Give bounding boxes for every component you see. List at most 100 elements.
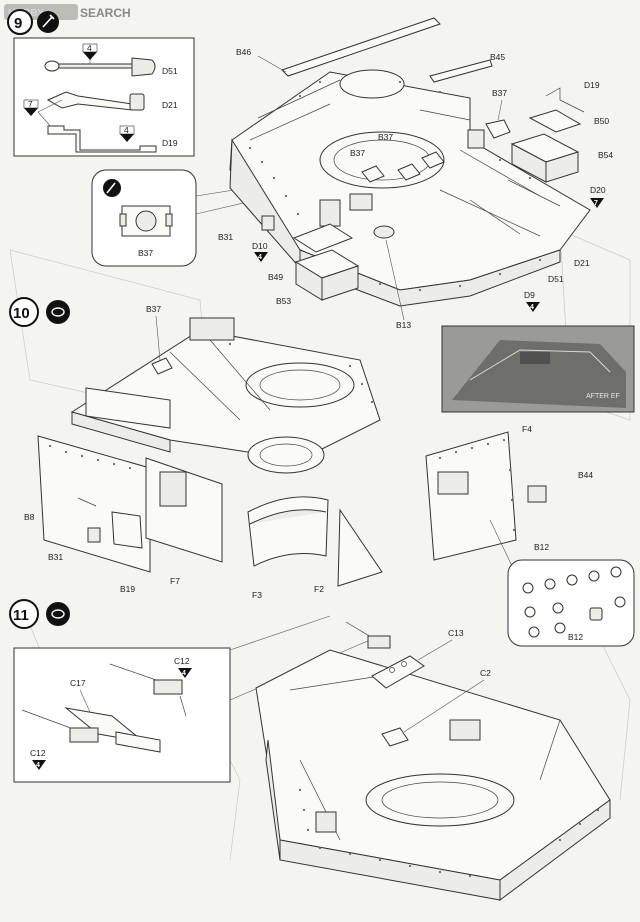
callout-f4: F4 — [522, 424, 532, 434]
qty-tag-4-c12a: 4 — [178, 668, 192, 678]
callout-d20: D20 — [590, 185, 606, 195]
qty-tag-4-shovel: 4 — [82, 43, 98, 60]
glue-tube-icon — [42, 14, 55, 28]
c13-mg-mount-part — [371, 655, 425, 689]
b37-hatch-d — [151, 357, 173, 375]
b12-detail-rivet-rows — [522, 566, 626, 638]
callout-d51-a: D51 — [548, 274, 564, 284]
qty-tag-7-spade: 7 — [23, 99, 39, 116]
step-10: 10 AFTER EF — [9, 297, 635, 647]
watermark-text: SEARCH — [80, 6, 131, 20]
callout-b19: B19 — [120, 584, 135, 594]
lower-hull-assembly — [255, 649, 611, 901]
callout-c12-a: C12 — [174, 656, 190, 666]
step-9-circle — [7, 9, 33, 35]
callout-b37-b: B37 — [350, 148, 365, 158]
mg-mount-c17 — [64, 707, 161, 753]
turret-ring-f3 — [247, 436, 329, 567]
qty-tag-4-c12b: 4 — [32, 760, 46, 770]
c13-mg-part — [345, 621, 391, 649]
callout-b37-d: B37 — [146, 304, 161, 314]
machine-gun-inset-box — [13, 647, 231, 783]
callout-b13: B13 — [396, 320, 411, 330]
callout-c17: C17 — [70, 678, 86, 688]
reference-photo: AFTER EF — [441, 325, 635, 413]
b50-lid-part — [528, 109, 582, 133]
callout-d9: D9 — [524, 290, 535, 300]
glue-drop-icon — [51, 307, 65, 317]
step-9: 9 4 D51 7 D21 — [7, 9, 613, 330]
qty-tag-4-d10: 4 — [254, 252, 268, 262]
callout-d51-inset: D51 — [162, 66, 178, 76]
b54-box-part — [510, 133, 580, 183]
callout-b37-a: B37 — [492, 88, 507, 98]
cement-brush-icon — [106, 182, 116, 194]
svg-text:4: 4 — [87, 43, 92, 53]
shovel-part — [44, 57, 156, 77]
callout-f7: F7 — [170, 576, 180, 586]
qty-tag-4-d9: 4 — [526, 302, 540, 312]
wedge-plate-f2 — [337, 508, 383, 587]
step-10-number: 10 — [13, 305, 30, 322]
hatch-plate-part — [119, 205, 173, 237]
d19-crank-part — [545, 87, 585, 113]
mg-c12-lower — [21, 709, 99, 743]
rivets-11 — [298, 788, 600, 878]
glue-badge-10 — [46, 300, 70, 324]
tow-bar-part — [47, 125, 157, 153]
callout-b44: B44 — [578, 470, 593, 480]
b46-rail-part — [281, 17, 441, 77]
callout-d21-inset: D21 — [162, 100, 178, 110]
d9-tool-part — [469, 199, 521, 235]
step-11-circle — [9, 599, 39, 629]
callout-b12-a: B12 — [534, 542, 549, 552]
callout-c2: C2 — [480, 668, 491, 678]
callout-c13: C13 — [448, 628, 464, 638]
b19-plate-part — [111, 511, 143, 549]
callout-b53: B53 — [276, 296, 291, 306]
callout-b8: B8 — [24, 512, 35, 522]
callout-b49: B49 — [268, 272, 283, 282]
step-10-circle — [9, 297, 39, 327]
callout-f2: F2 — [314, 584, 324, 594]
turret-deck-assembly — [229, 69, 591, 307]
b53-box-part — [294, 249, 360, 301]
hull-upper-assembly — [70, 317, 381, 461]
b31-block-b — [87, 527, 101, 543]
glue-badge-11 — [46, 602, 70, 626]
d20-part — [507, 179, 561, 207]
spade-part — [46, 91, 145, 111]
glue-drop-icon-11 — [51, 609, 65, 619]
b37-hatch-b — [361, 165, 385, 183]
callout-b45: B45 — [490, 52, 505, 62]
svg-text:7: 7 — [594, 200, 598, 207]
callout-b54: B54 — [598, 150, 613, 160]
b12-detail-inset — [507, 559, 635, 647]
qty-tag-7-d20: 7 — [590, 198, 604, 208]
callout-d19-a: D19 — [584, 80, 600, 90]
callout-b12-b: B12 — [568, 632, 583, 642]
b13-ring-part — [373, 225, 395, 239]
c2-plate-part — [381, 727, 409, 747]
b49-lid-part — [292, 223, 354, 253]
b44-box-part — [527, 485, 547, 503]
photo-text: AFTER EF — [586, 393, 620, 400]
svg-text:4: 4 — [530, 304, 534, 311]
callout-b31-a: B31 — [218, 232, 233, 242]
callout-d10: D10 — [252, 241, 268, 251]
svg-text:4: 4 — [124, 125, 129, 135]
qty-tag-4-d19: 4 — [119, 125, 135, 142]
mg-c12-upper — [109, 663, 187, 717]
callout-d21-a: D21 — [574, 258, 590, 268]
step-11-number: 11 — [13, 607, 29, 624]
rear-plate-f4 — [425, 431, 517, 561]
b45-rail-part — [429, 59, 493, 83]
callout-b50: B50 — [594, 116, 609, 126]
svg-text:4: 4 — [258, 254, 262, 261]
callout-b37-c: B37 — [378, 132, 393, 142]
callout-b31-b: B31 — [48, 552, 63, 562]
b31-block-a — [261, 215, 275, 231]
svg-text:4: 4 — [36, 762, 40, 769]
b37-hatch-a — [485, 119, 511, 139]
